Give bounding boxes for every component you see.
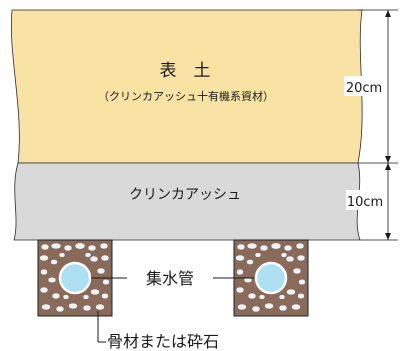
topsoil-subtitle: （クリンカアッシュ十有機系資材） [98, 89, 274, 103]
aggregate-trench-right [233, 239, 309, 317]
topsoil-title: 表 土 [160, 61, 211, 81]
aggregate-label: 骨材または砕石 [107, 332, 219, 351]
drain-pipe-label: 集水管 [146, 269, 194, 288]
arrow-head-bottom [385, 233, 391, 240]
drain-pipe-right [254, 261, 288, 295]
clinker-ash-layer [13, 162, 361, 241]
clinker-ash-label: クリンカアッシュ [129, 187, 241, 203]
topsoil-layer [11, 9, 363, 164]
arrow-head-top [385, 10, 391, 17]
arrow-head-mid-up [385, 156, 391, 163]
dimension-lines [358, 9, 398, 241]
clinker-thickness: 10cm [347, 195, 383, 210]
aggregate-callout [97, 311, 106, 343]
arrow-head-mid-down [385, 163, 391, 170]
topsoil-thickness: 20cm [346, 81, 382, 96]
drain-pipe-left [58, 261, 92, 295]
